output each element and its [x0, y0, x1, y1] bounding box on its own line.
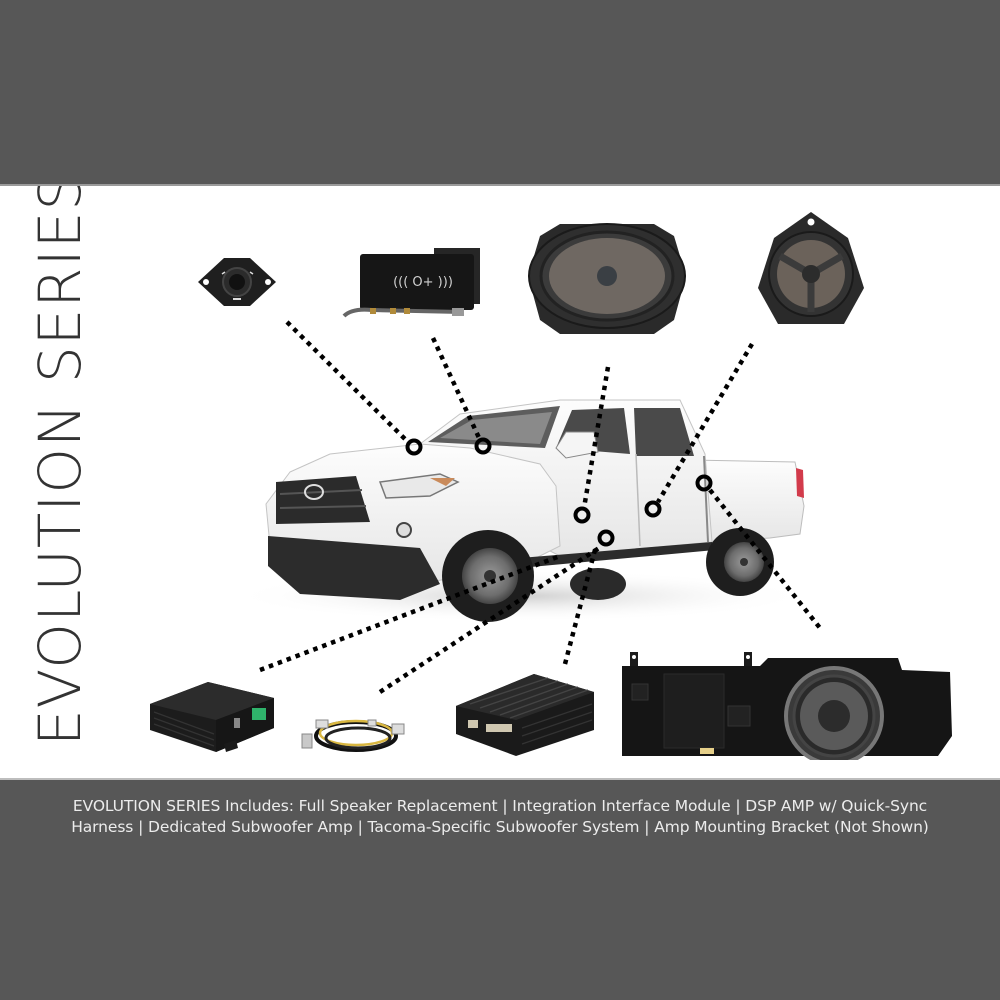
tweeter-icon: [198, 258, 276, 306]
top-band: [0, 0, 1000, 186]
callout-point-interface-module: [474, 437, 492, 455]
callout-line-tweeter: [285, 320, 410, 444]
callout-line-sub-amp: [562, 545, 599, 665]
sub-amp-icon: [456, 674, 594, 756]
includes-caption: EVOLUTION SERIES Includes: Full Speaker …: [0, 796, 1000, 838]
callout-line-interface-module: [430, 337, 483, 441]
round-speaker-icon: [758, 212, 864, 324]
interface-module-logo: ((( O+ ))): [393, 275, 453, 290]
product-diagram-panel: EVOLUTION SERIES: [0, 186, 1000, 778]
callout-point-subwoofer: [695, 474, 713, 492]
callout-point-amp-harness: [597, 529, 615, 547]
callout-point-tweeter: [405, 438, 423, 456]
interface-module-icon: ((( O+ ))): [342, 248, 480, 318]
callout-line-rear-door-speaker: [656, 342, 754, 504]
caption-line-1: EVOLUTION SERIES Includes: Full Speaker …: [72, 797, 928, 815]
caption-band: EVOLUTION SERIES Includes: Full Speaker …: [0, 778, 1000, 1000]
callout-point-rear-door: [644, 500, 662, 518]
harness-icon: [301, 719, 405, 752]
callout-line-subwoofer: [708, 488, 822, 630]
dsp-amp-icon: [150, 682, 274, 752]
caption-line-2: Harness | Dedicated Subwoofer Amp | Taco…: [71, 818, 929, 836]
callout-line-harness: [378, 544, 604, 694]
oval-speaker-icon: [528, 223, 686, 334]
callout-point-front-door: [573, 506, 591, 524]
callout-line-front-door-speaker: [581, 366, 611, 509]
subwoofer-icon: [622, 652, 952, 760]
callout-line-dsp-amp: [259, 553, 561, 673]
callout-lines: [259, 320, 822, 694]
